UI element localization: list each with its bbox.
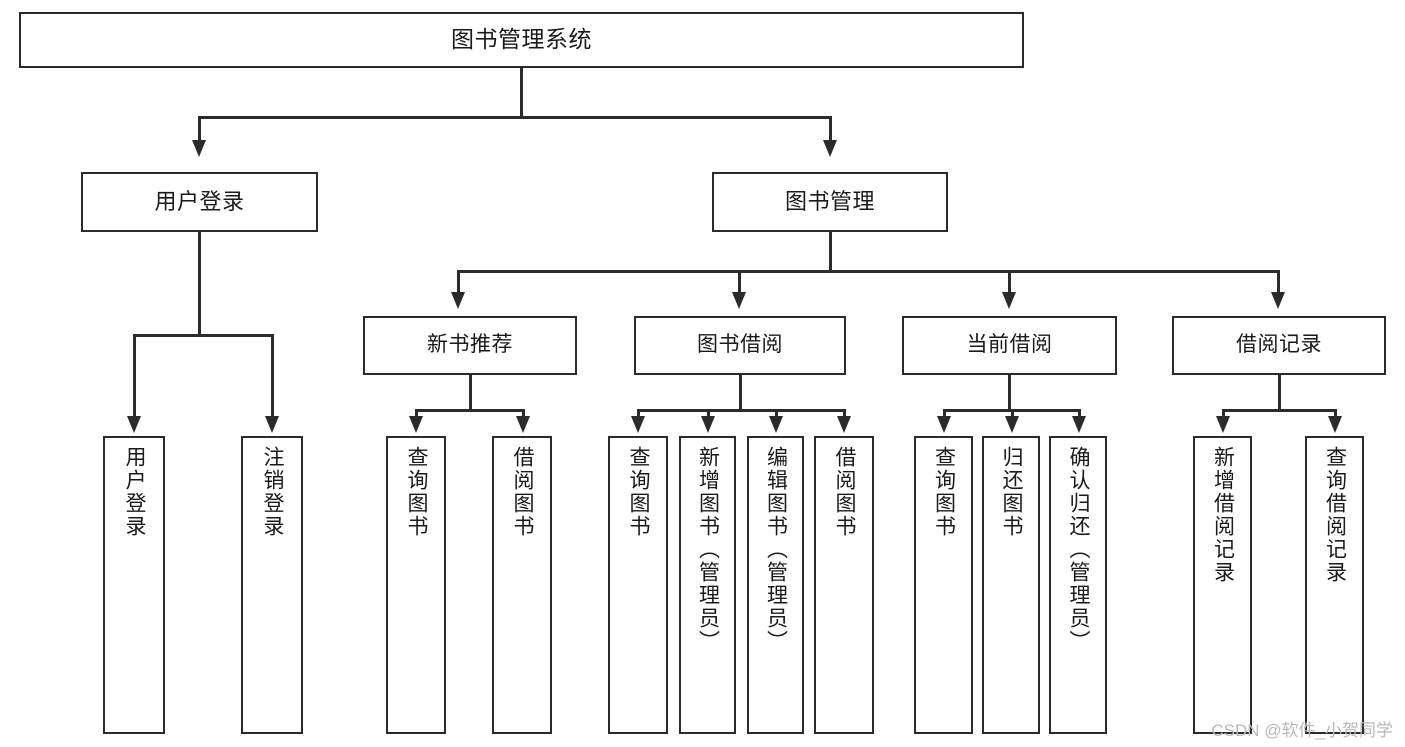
- arrowhead-book-manage: [823, 140, 837, 157]
- arrowhead-cb-1: [937, 416, 951, 433]
- connector-book-borrow-bus: [637, 409, 845, 412]
- node-label: 归还图书: [1000, 446, 1024, 538]
- leaf-nb-query-book[interactable]: 查询图书: [386, 436, 446, 734]
- node-new-book-recommend[interactable]: 新书推荐: [363, 316, 577, 375]
- connector-drop-login-2: [271, 334, 274, 418]
- arrowhead-cb-3: [1072, 416, 1086, 433]
- connector-drop-nb-2: [522, 409, 525, 418]
- connector-drop-new-book: [457, 270, 460, 294]
- connector-new-book-stem: [469, 375, 472, 411]
- leaf-bb-borrow-book[interactable]: 借阅图书: [814, 436, 874, 734]
- leaf-cb-return-book[interactable]: 归还图书: [982, 436, 1040, 734]
- leaf-bb-add-book[interactable]: 新增图书（管理员）: [679, 436, 736, 734]
- arrowhead-book-borrow: [732, 292, 746, 309]
- connector-user-login-bus: [133, 334, 273, 337]
- connector-drop-user-login: [198, 116, 201, 142]
- node-label: 借阅图书: [511, 446, 535, 538]
- arrowhead-br-1: [1216, 416, 1230, 433]
- node-book-management[interactable]: 图书管理: [712, 172, 948, 232]
- node-label: 注销登录: [261, 446, 285, 538]
- arrowhead-cb-2: [1005, 416, 1019, 433]
- node-current-borrow[interactable]: 当前借阅: [902, 316, 1117, 375]
- node-label: 查询图书: [627, 446, 651, 538]
- node-label: 借阅记录: [1236, 333, 1322, 357]
- node-label: 用户登录: [154, 189, 245, 215]
- watermark-text: CSDN @软件_小贺同学: [1211, 721, 1393, 740]
- connector-drop-bb-2: [707, 409, 710, 418]
- arrowhead-nb-2: [516, 416, 530, 433]
- connector-drop-bb-3: [775, 409, 778, 418]
- arrowhead-bb-4: [837, 416, 851, 433]
- node-label: 新增借阅记录: [1211, 446, 1235, 584]
- node-label: 确认归还（管理员）: [1067, 446, 1091, 653]
- connector-book-borrow-stem: [739, 375, 742, 411]
- arrowhead-bb-1: [631, 416, 645, 433]
- connector-drop-bb-1: [637, 409, 640, 418]
- connector-root-stem: [520, 68, 523, 118]
- node-label: 图书管理系统: [451, 26, 592, 53]
- leaf-br-query-record[interactable]: 查询借阅记录: [1305, 436, 1364, 734]
- node-label: 借阅图书: [833, 446, 857, 538]
- connector-book-manage-stem: [829, 232, 832, 272]
- connector-drop-br-1: [1222, 409, 1225, 418]
- node-label: 当前借阅: [966, 333, 1053, 357]
- connector-level1-bus: [198, 116, 832, 119]
- arrowhead-br-2: [1328, 416, 1342, 433]
- node-label: 用户登录: [123, 446, 147, 538]
- node-label: 查询图书: [932, 446, 956, 538]
- connector-drop-current-borrow: [1008, 270, 1011, 294]
- node-user-login[interactable]: 用户登录: [81, 172, 318, 232]
- connector-borrow-record-bus: [1222, 409, 1336, 412]
- leaf-bb-edit-book[interactable]: 编辑图书（管理员）: [747, 436, 804, 734]
- connector-drop-login-1: [133, 334, 136, 418]
- arrowhead-bb-2: [701, 416, 715, 433]
- connector-user-login-stem: [198, 232, 201, 335]
- connector-drop-book-manage: [829, 116, 832, 142]
- arrowhead-current-borrow: [1002, 292, 1016, 309]
- arrowhead-new-book: [451, 292, 465, 309]
- arrowhead-borrow-record: [1271, 292, 1285, 309]
- leaf-br-add-record[interactable]: 新增借阅记录: [1193, 436, 1252, 734]
- arrowhead-login-1: [127, 416, 141, 433]
- leaf-logout[interactable]: 注销登录: [241, 436, 303, 734]
- connector-drop-cb-1: [943, 409, 946, 418]
- connector-drop-cb-2: [1011, 409, 1014, 418]
- connector-drop-borrow-record: [1277, 270, 1280, 294]
- node-label: 新书推荐: [427, 333, 513, 357]
- arrowhead-login-2: [265, 416, 279, 433]
- connector-drop-cb-3: [1078, 409, 1081, 418]
- node-label: 新增图书（管理员）: [696, 446, 720, 653]
- leaf-bb-query-book[interactable]: 查询图书: [608, 436, 668, 734]
- leaf-nb-borrow-book[interactable]: 借阅图书: [492, 436, 552, 734]
- node-book-borrow[interactable]: 图书借阅: [634, 316, 846, 375]
- connector-borrow-record-stem: [1278, 375, 1281, 411]
- node-root-system[interactable]: 图书管理系统: [19, 12, 1024, 68]
- leaf-cb-query-book[interactable]: 查询图书: [914, 436, 973, 734]
- connector-current-borrow-stem: [1008, 375, 1011, 411]
- node-label: 图书管理: [784, 189, 875, 215]
- connector-new-book-bus: [415, 409, 524, 412]
- connector-drop-br-2: [1334, 409, 1337, 418]
- node-label: 编辑图书（管理员）: [764, 446, 788, 653]
- connector-drop-nb-1: [415, 409, 418, 418]
- leaf-user-login[interactable]: 用户登录: [103, 436, 165, 734]
- arrowhead-user-login: [192, 140, 206, 157]
- connector-drop-book-borrow: [738, 270, 741, 294]
- connector-drop-bb-4: [843, 409, 846, 418]
- leaf-cb-confirm-return[interactable]: 确认归还（管理员）: [1049, 436, 1107, 734]
- node-borrow-record[interactable]: 借阅记录: [1172, 316, 1386, 375]
- node-label: 查询图书: [405, 446, 429, 538]
- arrowhead-bb-3: [769, 416, 783, 433]
- arrowhead-nb-1: [409, 416, 423, 433]
- node-label: 查询借阅记录: [1323, 446, 1347, 584]
- node-label: 图书借阅: [697, 333, 783, 357]
- connector-level2-bus: [457, 270, 1277, 273]
